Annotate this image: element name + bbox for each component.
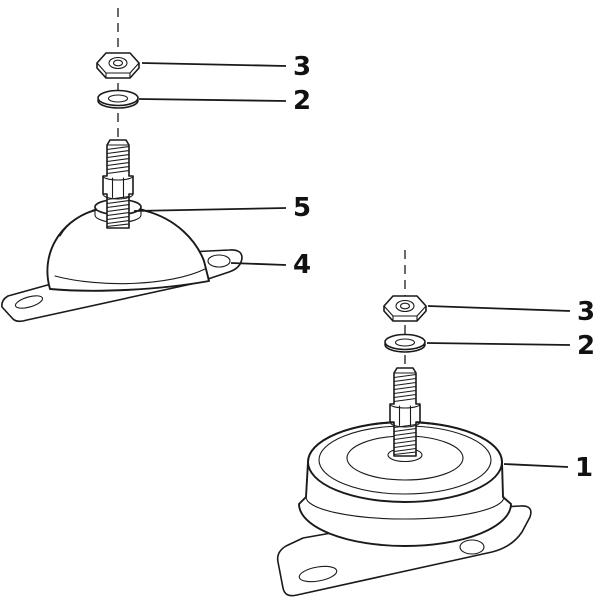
stud-upper <box>102 139 134 229</box>
stud-lower <box>389 367 421 457</box>
leader-line <box>503 463 569 468</box>
bolt-hole <box>207 254 231 268</box>
leader-line <box>426 342 571 346</box>
callout-label: 1 <box>575 453 593 483</box>
callout-nut-upper: 3 <box>141 52 311 82</box>
hex-nut-icon <box>96 52 140 79</box>
slot-hole <box>14 295 44 309</box>
callout-washer-lower: 2 <box>426 331 595 361</box>
mount-seam <box>305 496 505 520</box>
stud-icon <box>102 139 134 229</box>
callout-bracket-upper: 4 <box>230 250 311 280</box>
upper-assembly: 3 2 5 4 <box>1 8 311 323</box>
engine-mount-lower <box>276 421 532 597</box>
callout-label: 2 <box>577 331 595 361</box>
block-shoulder <box>59 210 95 237</box>
callout-washer-upper: 2 <box>138 86 311 116</box>
hex-nut-icon <box>383 295 427 322</box>
callout-label: 3 <box>577 297 595 327</box>
washer-icon <box>97 89 139 109</box>
bolt-hole <box>459 539 485 555</box>
leader-line <box>138 98 287 102</box>
slot-hole <box>298 565 338 583</box>
washer-icon <box>384 333 426 353</box>
callout-label: 4 <box>293 250 311 280</box>
callout-label: 3 <box>293 52 311 82</box>
washer-lower <box>384 333 426 353</box>
stud-icon <box>389 367 421 457</box>
lower-assembly: 3 2 1 <box>276 250 595 597</box>
leader-line <box>141 62 287 67</box>
callout-mount-lower: 1 <box>503 453 593 483</box>
hex-nut-lower <box>383 295 427 322</box>
washer-upper <box>97 89 139 109</box>
leader-line <box>133 207 287 212</box>
leader-line <box>230 262 287 266</box>
callout-stud-upper: 5 <box>133 193 311 223</box>
block-contour <box>54 268 206 285</box>
callout-label: 2 <box>293 86 311 116</box>
leader-line <box>427 305 571 312</box>
hex-nut-upper <box>96 52 140 79</box>
callout-label: 5 <box>293 193 311 223</box>
callout-nut-lower: 3 <box>427 297 595 327</box>
